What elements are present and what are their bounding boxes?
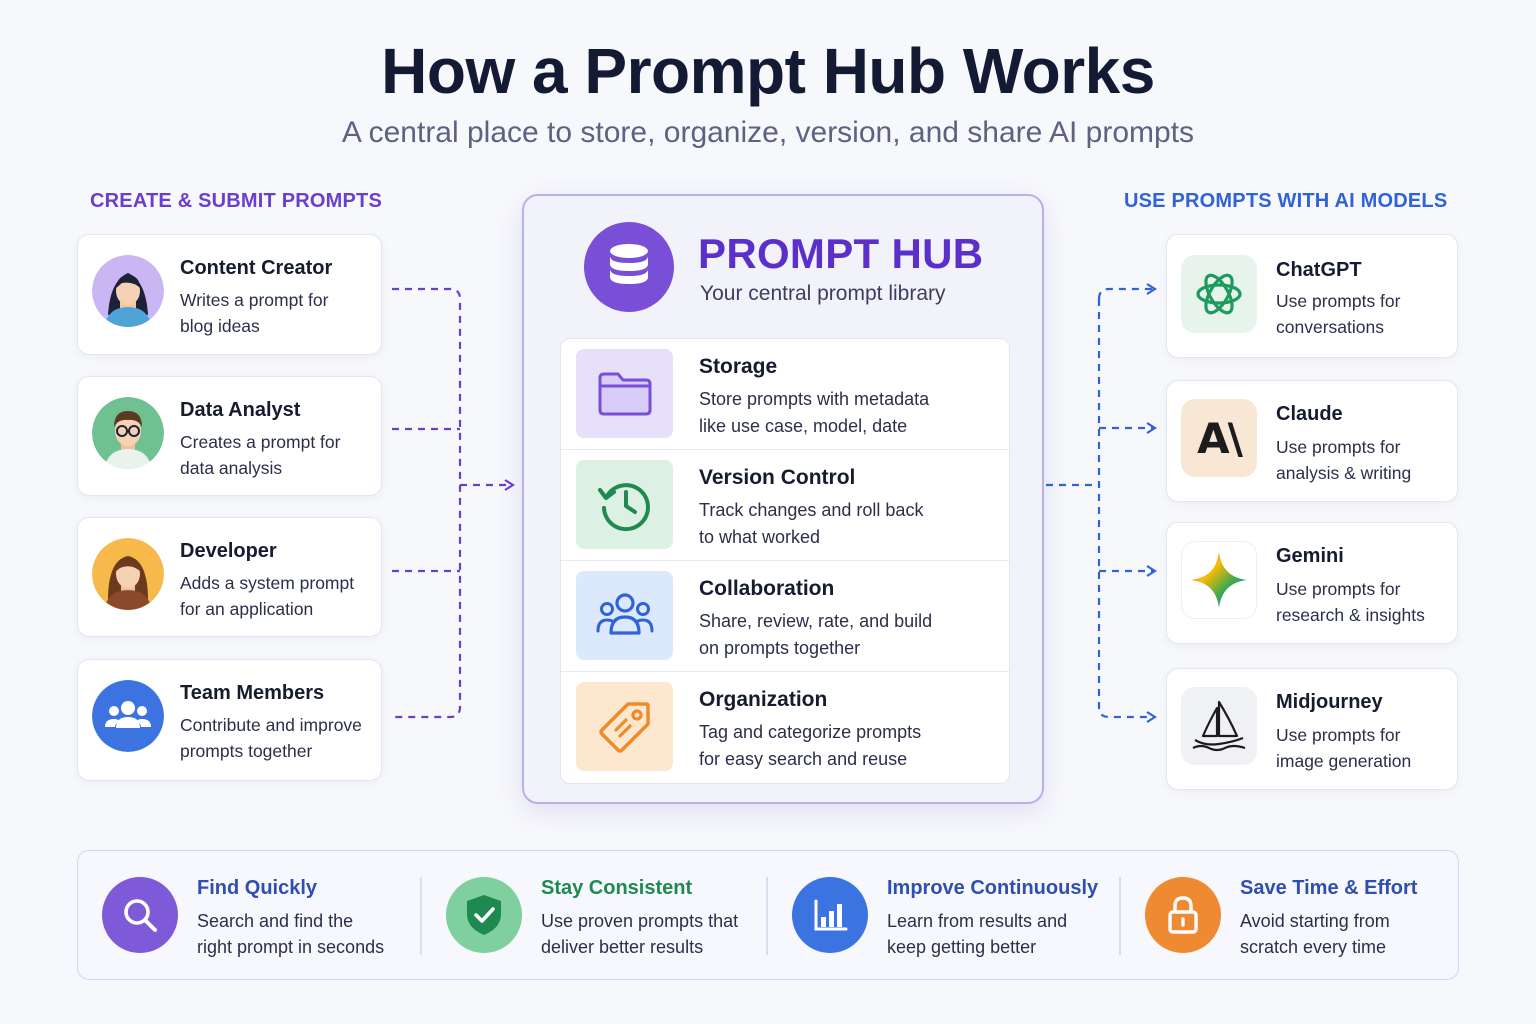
role-name: Data Analyst (180, 399, 301, 421)
feature-name: Collaboration (699, 577, 835, 600)
folder-icon (576, 349, 673, 438)
model-name: ChatGPT (1276, 259, 1362, 281)
role-name: Developer (180, 540, 277, 562)
shield-check-icon (446, 877, 522, 953)
benefit-name: Find Quickly (197, 877, 318, 899)
search-icon (102, 877, 178, 953)
right-section-label: USE PROMPTS WITH AI MODELS (1124, 190, 1448, 212)
benefit-name: Improve Continuously (887, 877, 1099, 899)
tag-icon (576, 682, 673, 771)
feature-name: Version Control (699, 466, 856, 489)
gemini-sparkle-icon (1181, 541, 1257, 619)
benefit-divider (1119, 877, 1121, 955)
hub-subtitle: Your central prompt library (700, 282, 946, 305)
hub-title: PROMPT HUB (698, 230, 984, 277)
bar-chart-icon (792, 877, 868, 953)
benefit-name: Stay Consistent (541, 877, 693, 899)
feature-name: Storage (699, 355, 778, 378)
anthropic-icon: A\ (1181, 399, 1257, 477)
benefit-divider (766, 877, 768, 955)
benefit-divider (420, 877, 422, 955)
feature-collaboration: Collaboration Share, review, rate, and b… (561, 561, 1009, 672)
left-section-label: CREATE & SUBMIT PROMPTS (90, 190, 383, 212)
people-icon (576, 571, 673, 660)
history-icon (576, 460, 673, 549)
feature-name: Organization (699, 688, 828, 711)
role-name: Content Creator (180, 257, 333, 279)
model-name: Claude (1276, 403, 1343, 425)
model-name: Gemini (1276, 545, 1344, 567)
team-icon (92, 680, 164, 752)
benefit-improve-continuously: Improve Continuously Learn from results … (768, 851, 1118, 981)
lock-icon (1145, 877, 1221, 953)
page-title: How a Prompt Hub Works (381, 35, 1155, 107)
model-name: Midjourney (1276, 691, 1383, 713)
benefit-name: Save Time & Effort (1240, 877, 1418, 899)
page-subtitle: A central place to store, organize, vers… (341, 116, 1195, 149)
feature-version-control: Version Control Track changes and roll b… (561, 450, 1009, 561)
openai-icon (1181, 255, 1257, 333)
prompt-hub-panel: PROMPT HUB Your central prompt library S… (522, 194, 1044, 804)
man-glasses-avatar-icon (92, 397, 164, 469)
woman-avatar-icon (92, 538, 164, 610)
database-icon (584, 222, 674, 312)
woman-avatar-icon (92, 255, 164, 327)
role-name: Team Members (180, 682, 325, 704)
sailboat-icon (1181, 687, 1257, 765)
